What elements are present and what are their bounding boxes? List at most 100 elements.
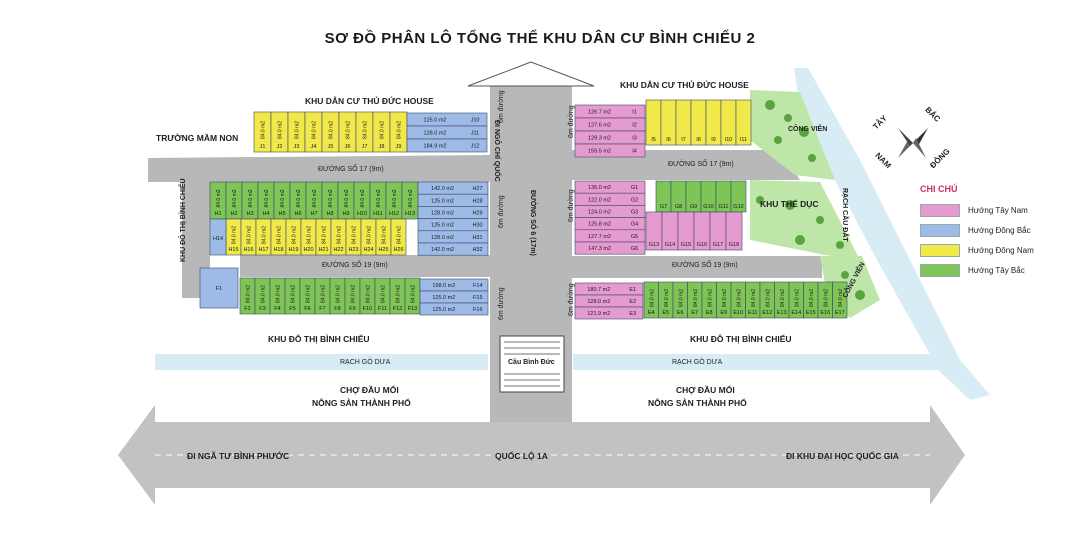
lot-area: 125.0 m2 [432,307,455,313]
lot-id: E17 [835,310,845,316]
khu-the-duc-label: KHU THỂ DỤC [760,199,819,209]
lot-area: 127.6 m2 [588,123,611,129]
lot-id: H15 [228,247,238,253]
lot-id: G14 [665,242,675,248]
lot-id: E1 [629,287,636,293]
truong-mam-non: TRƯỜNG MẦM NON [156,133,239,143]
lot-id: H31 [472,235,482,241]
lot-area: 127.7 m2 [588,234,611,240]
cau-binh-duc [499,335,565,393]
compass-rose-icon [898,128,928,158]
lot-id: I9 [711,137,716,143]
legend-swatch-tay-nam [920,203,960,217]
lot-id: I8 [696,137,701,143]
khu-the-duc [750,180,860,260]
lot-area: 84.0 m2 [363,121,369,139]
lot-area: 128.0 m2 [431,235,454,241]
lot-area: 84.0 m2 [351,285,357,303]
lot-h26 [390,218,407,256]
lot-area: 84.0 m2 [397,226,403,244]
lot-area: 84.0 m2 [722,289,728,307]
lot-id: G17 [713,242,723,248]
lot-id: J9 [396,144,402,150]
lot-area: 125.0 m2 [431,223,454,229]
duong-so-17-left [148,155,490,182]
lot-id: I7 [681,137,686,143]
lot-area: 84.0 m2 [261,285,267,303]
lot-id: H32 [472,247,482,253]
lot-area: 84.0 m2 [678,289,684,307]
lot-id: J7 [362,144,368,150]
ql-arrow-right [930,405,965,505]
lot-id: E10 [733,310,743,316]
lot-area: 84.0 m2 [216,189,222,207]
main-road-arrow [467,61,595,87]
lot-area: 184.9 m2 [424,144,447,150]
duong-so-17-left-label: ĐƯỜNG SỐ 17 (9m) [318,166,384,173]
lot-area: 84.0 m2 [277,226,283,244]
lot-area: 84.0 m2 [262,226,268,244]
lot-id: F4 [274,306,280,312]
lot-id: F7 [319,306,325,312]
lot-area: 84.0 m2 [292,226,298,244]
lot-id: H19 [288,247,298,253]
road-6m-4: 6m đường [568,189,575,222]
lot-id: E11 [748,310,757,316]
lot-area: 84.0 m2 [336,285,342,303]
lot-area: 84.0 m2 [312,189,318,207]
lot-id: E12 [762,310,772,316]
lot-id: J11 [471,131,479,137]
lot-area: 84.0 m2 [328,189,334,207]
lot-id: I10 [725,137,733,143]
lot-j12 [406,138,488,153]
lot-area: 84.0 m2 [392,189,398,207]
lot-id: G11 [719,204,729,210]
lot-id: H7 [310,211,317,217]
lot-id: F2 [244,306,250,312]
map-title: SƠ ĐỒ PHÂN LÔ TỔNG THỂ KHU DÂN CƯ BÌNH C… [324,30,756,47]
lot-id: F3 [259,306,265,312]
lot-area: 84.0 m2 [232,226,238,244]
lot-area: 121.9 m2 [587,311,610,317]
rach-go-dua-left-label: RẠCH GÒ DƯA [340,359,391,366]
lot-area: 84.0 m2 [809,289,815,307]
lot-id: F6 [304,306,310,312]
lot-id: I3 [632,136,637,142]
lot-id: H14 [213,236,223,242]
lot-id: H3 [246,211,253,217]
di-nga-tu-binh-phuoc: ĐI NGÃ TƯ BÌNH PHƯỚC [187,451,290,461]
lot-id: F11 [378,306,387,312]
lot-area: 136.0 m2 [588,185,611,191]
lot-area: 122.0 m2 [588,197,611,203]
lot-area: 84.0 m2 [765,289,771,307]
lot-area: 84.0 m2 [346,121,352,139]
legend-label: Hướng Đông Nam [968,245,1034,255]
duong-so-17-right [572,150,800,180]
cau-binh-duc-label: Cầu Bình Đức [508,359,555,366]
lot-id: H20 [303,247,313,253]
lot-id: H2 [230,211,237,217]
lot-id: H29 [472,211,482,217]
lot-area: 84.0 m2 [664,289,670,307]
cho-dau-moi-left: CHỢ ĐẦU MỐI [340,385,399,395]
lot-id: H6 [294,211,301,217]
lot-id: G2 [631,197,638,203]
lot-area: 126.7 m2 [588,110,611,116]
lot-id: H22 [333,247,343,253]
lot-id: H9 [342,211,349,217]
lot-id: G15 [681,242,691,248]
lot-id: H28 [472,198,482,204]
road-6m-2: 6m đường [568,105,575,138]
lot-area: 147.3 m2 [588,246,611,252]
lot-id: G9 [690,204,697,210]
lot-id: F15 [473,295,482,301]
lot-area: 84.0 m2 [278,121,284,139]
lot-area: 84.0 m2 [264,189,270,207]
legend-label: Hướng Đông Bắc [968,225,1031,235]
lot-area: 125.0 m2 [424,118,447,124]
lot-id: G16 [697,242,707,248]
lot-area: 84.0 m2 [276,285,282,303]
lot-id: F1 [216,286,222,292]
quoc-lo-1a-label: QUỐC LỘ 1A [495,451,548,461]
lot-area: 84.0 m2 [382,226,388,244]
